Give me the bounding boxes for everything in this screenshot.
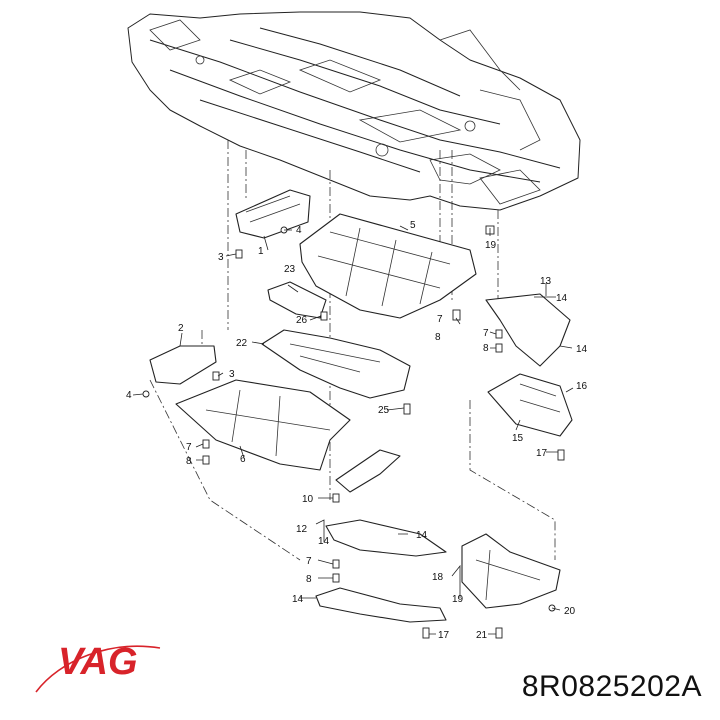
- callout-6: 6: [240, 454, 246, 465]
- callout-8-left: 8: [186, 456, 192, 467]
- fasteners: [142, 225, 565, 639]
- callout-20: 20: [564, 606, 576, 617]
- part-22-tunnel-cover: [261, 329, 411, 399]
- callout-13-a: 14: [556, 293, 568, 304]
- callout-7-left: 7: [186, 442, 192, 453]
- callout-1: 1: [258, 246, 264, 257]
- part-11-bracket: [485, 293, 571, 367]
- callout-7-right: 7: [437, 314, 443, 325]
- callout-18: 18: [432, 572, 444, 583]
- part-10-bracket: [335, 449, 401, 493]
- callout-17: 16: [576, 381, 588, 392]
- callout-3-mid: 3: [229, 369, 235, 380]
- callout-5: 5: [410, 220, 416, 231]
- callout-21: 21: [476, 630, 488, 641]
- part-2-shield: [149, 345, 217, 385]
- callout-2: 2: [178, 323, 184, 334]
- callout-8-right: 8: [435, 332, 441, 343]
- part-12-plate: [325, 519, 447, 557]
- part-14-shield: [487, 373, 573, 437]
- callout-16-bottom: 17: [438, 630, 450, 641]
- part-15-guard: [315, 587, 447, 623]
- callout-labels: 3 1 4 5 19 23 13 14 26 7 8 2 22 7 8 14 3…: [126, 220, 588, 641]
- callout-19-bottom: 19: [452, 594, 464, 605]
- leader-lines: [132, 225, 574, 635]
- callout-4-top: 4: [296, 225, 302, 236]
- callout-26: 26: [296, 315, 308, 326]
- callout-19-top: 19: [485, 240, 497, 251]
- callout-8-bottom: 8: [306, 574, 312, 585]
- part-number: 8R0825202A: [521, 670, 702, 703]
- part-18-skid-plate: [461, 533, 561, 609]
- part-23-cover: [267, 281, 327, 319]
- callout-13-b: 14: [576, 344, 588, 355]
- callout-4-mid: 4: [126, 390, 132, 401]
- part-5-underbody-panel: [299, 213, 477, 319]
- callout-12: 12: [296, 524, 308, 535]
- callout-11: 13: [540, 276, 552, 287]
- callout-3-top: 3: [218, 252, 224, 263]
- callout-22: 22: [236, 338, 248, 349]
- callout-23: 23: [284, 264, 296, 275]
- callout-15: 14: [292, 594, 304, 605]
- callout-7-bottom: 7: [306, 556, 312, 567]
- part-6-panel: [175, 379, 351, 471]
- vag-logo: VAG: [30, 630, 170, 705]
- callout-10: 10: [302, 494, 314, 505]
- vehicle-underbody: [127, 11, 581, 211]
- alignment-lines: [149, 140, 556, 561]
- brand-name: VAG: [58, 641, 138, 683]
- vag-logo-mark: VAG: [35, 641, 161, 693]
- callout-14: 15: [512, 433, 524, 444]
- callout-13-d: 14: [416, 530, 428, 541]
- callout-13-c: 14: [318, 536, 330, 547]
- callout-16-right: 17: [536, 448, 548, 459]
- callout-25: 25: [378, 405, 390, 416]
- callout-8-r2: 8: [483, 343, 489, 354]
- part-1-shield: [235, 189, 311, 239]
- callout-7-r2: 7: [483, 328, 489, 339]
